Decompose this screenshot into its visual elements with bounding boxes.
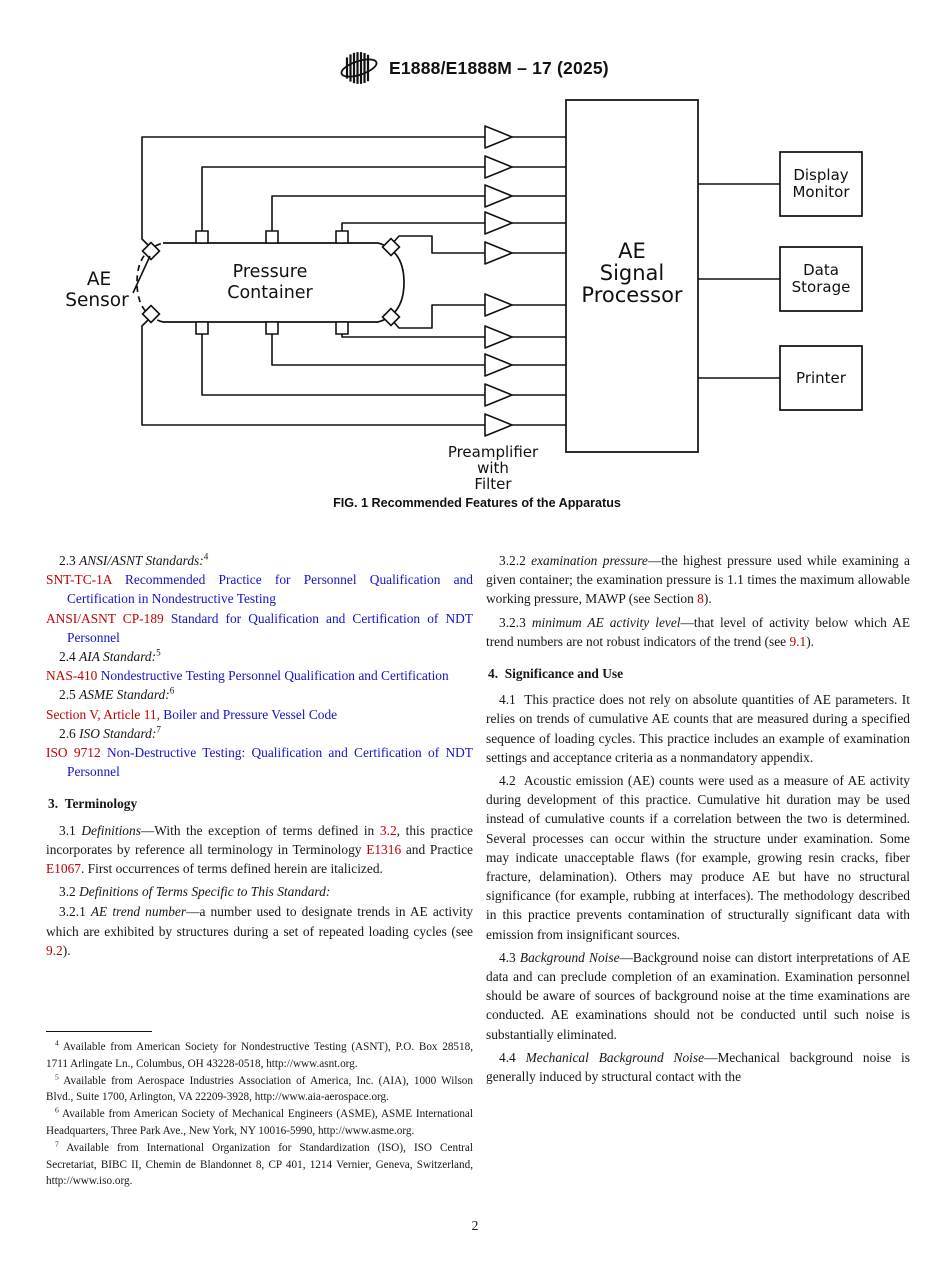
ae-sensor-pointer-line (133, 256, 150, 293)
reference-link[interactable]: Recommended Practice for Personnel Quali… (67, 572, 473, 607)
svg-text:Monitor: Monitor (792, 183, 850, 201)
svg-text:Container: Container (227, 283, 313, 303)
printer-box: Printer (780, 346, 862, 410)
right-column: 3.2.2 examination pressure—the highest p… (486, 551, 910, 1086)
reference-link[interactable]: 8 (697, 591, 704, 607)
page-number: 2 (471, 1218, 479, 1233)
reference-link[interactable]: E1316 (366, 841, 402, 857)
para-3-2-1: 3.2.1 AE trend number—a number used to d… (46, 904, 473, 958)
preamplifier-label: Preamplifier with Filter (448, 443, 539, 493)
sensor-mounts (196, 231, 348, 334)
footnote-rule (46, 1031, 152, 1032)
para-3-1: 3.1 Definitions—With the exception of te… (46, 822, 473, 877)
section-2-3-heading: 2.3 ANSI/ASNT Standards:4 (59, 551, 209, 568)
svg-text:AE: AE (87, 269, 111, 290)
para-4-1: 4.1 This practice does not rely on absol… (486, 692, 910, 765)
svg-text:Data: Data (803, 261, 839, 279)
footnote-7: 7 Available from International Organizat… (46, 1139, 473, 1188)
section-heading-significance: 4. Significance and Use (488, 666, 624, 682)
para-3-2-3: 3.2.3 minimum AE activity level—that lev… (486, 614, 910, 649)
reference-link[interactable]: NAS-410 (46, 668, 101, 684)
reference-link[interactable]: Nondestructive Testing Personnel Qualifi… (100, 668, 449, 684)
ref-entry-nas-410: NAS-410 Nondestructive Testing Personnel… (46, 666, 473, 685)
reference-link[interactable]: Non-Destructive Testing: Qualification a… (67, 745, 473, 780)
para-3-2: 3.2 Definitions of Terms Specific to Thi… (59, 884, 331, 900)
footnote-5: 5 Available from Aerospace Industries As… (46, 1071, 473, 1104)
preamplifier-triangles (485, 126, 512, 436)
svg-text:Printer: Printer (796, 369, 847, 387)
svg-text:Filter: Filter (474, 475, 512, 493)
svg-text:Storage: Storage (792, 278, 851, 296)
ae-sensor-diamonds (143, 239, 400, 326)
processor-label: AE (618, 239, 646, 263)
figure-caption: FIG. 1 Recommended Features of the Appar… (333, 496, 621, 510)
pressure-container-label: Pressure Container (227, 262, 313, 303)
page-header: E1888/E1888M – 17 (2025) (340, 46, 609, 90)
processor-output-lines (698, 184, 780, 378)
section-heading-terminology: 3. Terminology (48, 796, 138, 812)
preamp-output-lines (512, 137, 566, 425)
figure-apparatus-diagram: AE Signal Processor Display Monitor Data… (65, 90, 950, 510)
svg-text:with: with (477, 459, 509, 477)
reference-link[interactable]: 3.2 (379, 822, 397, 838)
svg-text:Sensor: Sensor (65, 290, 129, 311)
standard-designation: E1888/E1888M – 17 (2025) (389, 57, 609, 78)
svg-text:Preamplifier: Preamplifier (448, 443, 539, 461)
reference-link[interactable]: 9.1 (789, 633, 807, 649)
para-4-2: 4.2 Acoustic emission (AE) counts were u… (486, 773, 910, 942)
reference-link[interactable]: ANSI/ASNT CP-189 (46, 610, 171, 626)
ae-sensor-label: AE Sensor (65, 269, 129, 311)
data-storage-box: Data Storage (780, 247, 862, 311)
svg-text:Pressure: Pressure (233, 262, 308, 282)
astm-logo-icon (340, 52, 378, 84)
para-3-2-2: 3.2.2 examination pressure—the highest p… (486, 553, 910, 607)
ref-entry-cp-189: ANSI/ASNT CP-189 Standard for Qualificat… (46, 609, 473, 647)
reference-link[interactable]: 9.2 (46, 942, 63, 958)
left-column: 2.3 ANSI/ASNT Standards:4 SNT-TC-1A Reco… (46, 551, 473, 960)
ae-signal-processor-box: AE Signal Processor (566, 100, 698, 452)
footnote-6: 6 Available from American Society of Mec… (46, 1105, 473, 1137)
footnote-4: 4 Available from American Society for No… (46, 1038, 473, 1070)
display-monitor-box: Display Monitor (780, 152, 862, 216)
section-2-5-heading: 2.5 ASME Standard:6 (59, 685, 175, 703)
svg-text:Signal: Signal (600, 261, 665, 285)
reference-link[interactable]: ISO 9712 (46, 745, 107, 761)
svg-text:Processor: Processor (581, 283, 683, 307)
reference-link[interactable]: Standard for Qualification and Certifica… (67, 610, 473, 645)
section-2-6-heading: 2.6 ISO Standard:7 (59, 724, 161, 741)
reference-link[interactable]: SNT-TC-1A (46, 572, 125, 588)
reference-link[interactable]: E1067 (46, 861, 81, 877)
para-4-4: 4.4 Mechanical Background Noise—Mechanic… (486, 1049, 910, 1085)
section-2-4-heading: 2.4 AIA Standard:5 (59, 647, 161, 665)
ref-entry-snt-tc-1a: SNT-TC-1A Recommended Practice for Perso… (46, 570, 473, 608)
svg-text:Display: Display (793, 166, 848, 184)
sensor-wires (142, 137, 485, 425)
footnotes-block: 4 Available from American Society for No… (46, 1031, 473, 1190)
ref-entry-section-v: Section V, Article 11, Boiler and Pressu… (46, 705, 473, 724)
reference-link[interactable]: Section V, Article 11, (46, 706, 164, 722)
para-4-3: 4.3 Background Noise—Background noise ca… (486, 949, 910, 1042)
ref-entry-iso-9712: ISO 9712 Non-Destructive Testing: Qualif… (46, 743, 473, 781)
reference-link[interactable]: Boiler and Pressure Vessel Code (163, 706, 338, 722)
